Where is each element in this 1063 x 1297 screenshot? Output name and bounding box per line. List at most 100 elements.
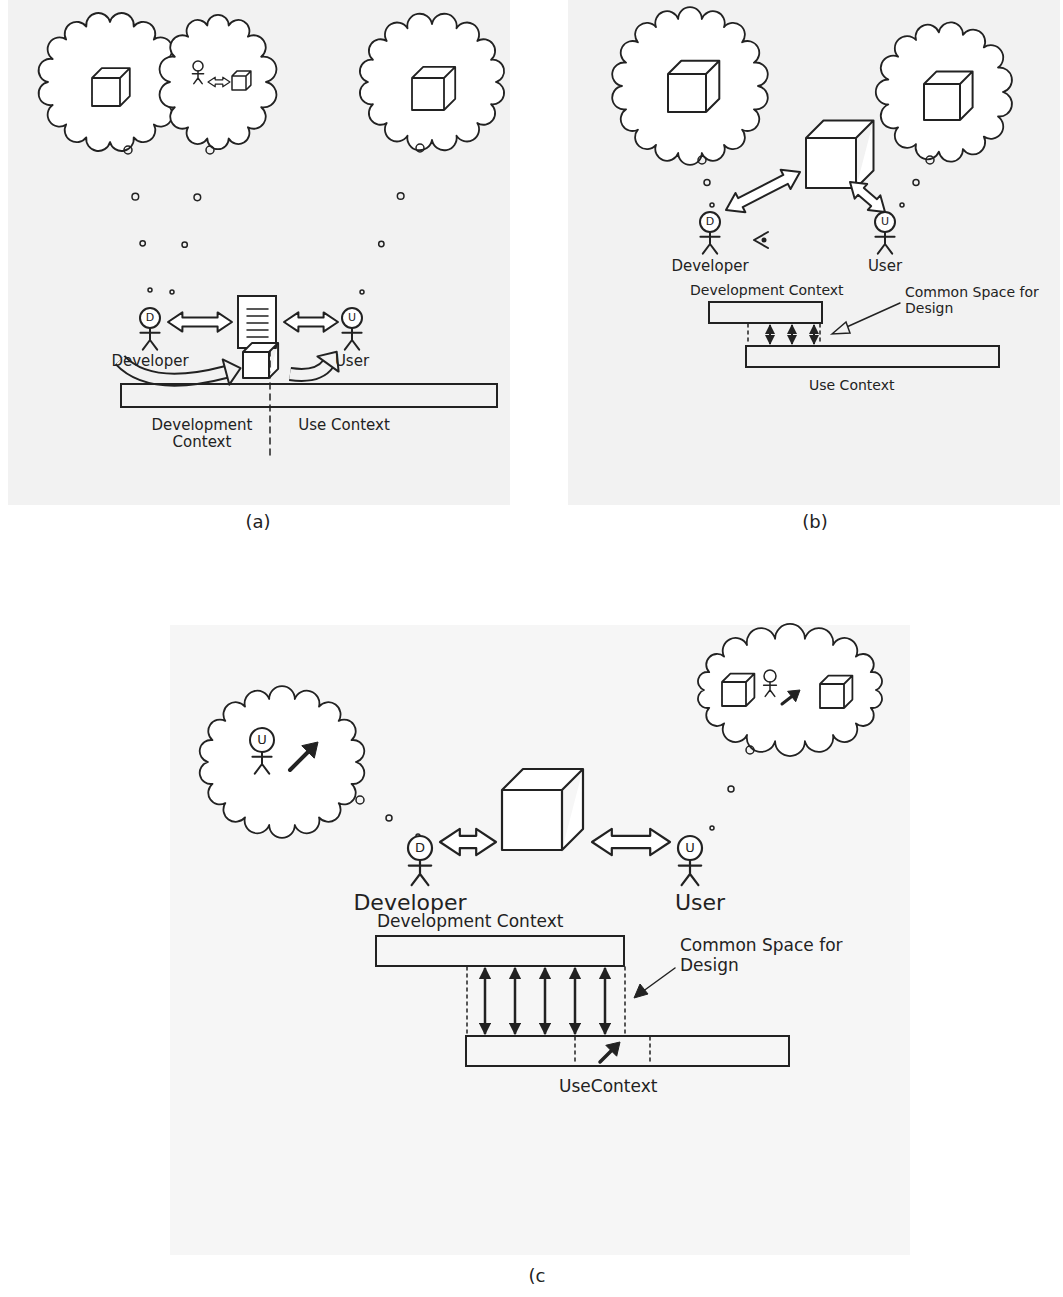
design-exchange-arrow <box>544 968 547 1034</box>
thought-dot <box>746 746 754 754</box>
bold-arrow <box>600 1051 611 1062</box>
context-label: Use Context <box>294 417 394 434</box>
panel-b <box>568 0 1060 505</box>
actor-label: Developer <box>95 353 205 370</box>
thought-dot <box>397 193 404 200</box>
document-line <box>247 336 268 338</box>
bold-arrow-head <box>302 742 318 758</box>
sketch-stroke <box>575 1037 650 1065</box>
stick-figure <box>342 328 361 350</box>
thought-dot <box>170 290 174 294</box>
head-letter: U <box>344 311 361 324</box>
stick-figure <box>679 860 701 885</box>
context-label: Development Context <box>690 282 844 298</box>
cube-artifact <box>502 769 583 850</box>
stick-figure <box>140 328 159 350</box>
thought-cloud <box>360 14 504 150</box>
thought-dot <box>900 203 904 207</box>
context-label: Use Context <box>809 377 894 393</box>
thought-dot <box>379 241 384 246</box>
thought-dot <box>710 203 714 207</box>
sketch-stroke <box>467 967 625 1035</box>
document-line <box>247 322 268 324</box>
actor-label: User <box>655 890 745 915</box>
cube-artifact <box>722 674 754 706</box>
bold-arrow <box>782 697 792 705</box>
thought-dot <box>182 242 187 247</box>
cube-artifact <box>668 61 719 112</box>
leader-line <box>642 968 675 992</box>
thought-dot <box>698 156 706 164</box>
thought-dot <box>360 290 364 294</box>
stick-figure <box>875 232 894 254</box>
stick-figure <box>252 752 271 774</box>
document-line <box>247 329 268 331</box>
stick-figure-head <box>678 836 702 860</box>
stick-figure-head <box>408 836 432 860</box>
thought-dot <box>132 193 139 200</box>
double-arrow <box>168 312 232 331</box>
double-arrow <box>284 312 338 331</box>
thought-dot <box>704 180 710 186</box>
thought-cloud <box>39 13 182 151</box>
thought-dot <box>194 194 201 201</box>
cube-artifact <box>232 71 251 90</box>
thought-cloud <box>876 22 1012 161</box>
double-arrow <box>721 162 805 219</box>
thought-dot <box>728 786 734 792</box>
bold-arrow-head <box>606 1042 620 1056</box>
design-exchange-arrow <box>769 325 771 344</box>
thought-cloud <box>698 624 882 756</box>
thought-cloud <box>200 686 365 838</box>
stick-figure-head <box>342 308 362 328</box>
stick-figure <box>192 71 203 84</box>
design-exchange-arrow <box>484 968 487 1034</box>
double-arrow <box>208 77 230 87</box>
thought-dot <box>140 241 145 246</box>
panel-caption: (a) <box>228 512 288 533</box>
stick-figure-head <box>140 308 160 328</box>
panel-a <box>8 0 510 505</box>
stick-figure-head <box>250 728 274 752</box>
cube-artifact <box>243 343 278 378</box>
eye-symbol <box>754 232 768 248</box>
thought-cloud <box>160 15 277 149</box>
leader-head <box>634 984 648 998</box>
thought-dot <box>124 146 132 154</box>
actor-label: User <box>322 353 382 370</box>
stick-figure <box>409 860 431 885</box>
stick-figure-head <box>700 212 720 232</box>
bold-arrow <box>290 752 308 770</box>
thought-dot <box>206 146 214 154</box>
design-exchange-arrow <box>813 325 815 344</box>
eye-pupil <box>762 238 767 243</box>
head-letter: U <box>253 732 272 748</box>
leader-head <box>832 322 850 334</box>
thought-dot <box>416 144 424 152</box>
context-label: Development Context <box>142 417 262 452</box>
flow-arrow <box>290 364 328 375</box>
thought-dot <box>710 826 714 830</box>
document <box>238 296 276 348</box>
thought-dot <box>386 815 392 821</box>
head-letter: D <box>411 840 430 856</box>
bold-arrow-head <box>788 690 800 702</box>
stick-figure <box>764 682 777 696</box>
callout-note: Common Space for Design <box>905 284 1040 316</box>
thought-dot <box>926 156 934 164</box>
stick-figure-head <box>764 670 776 682</box>
double-arrow <box>440 829 496 855</box>
design-exchange-arrow <box>574 968 577 1034</box>
context-bar: Use Context <box>745 345 1000 368</box>
actor-label: Developer <box>655 258 765 275</box>
context-label: UseContext <box>559 1077 657 1097</box>
cube-artifact <box>820 676 852 708</box>
design-exchange-arrow <box>791 325 793 344</box>
thought-dot <box>148 288 152 292</box>
head-letter: U <box>681 840 700 856</box>
cube-artifact <box>412 67 455 110</box>
head-letter: D <box>702 215 719 228</box>
design-exchange-arrow <box>514 968 517 1034</box>
